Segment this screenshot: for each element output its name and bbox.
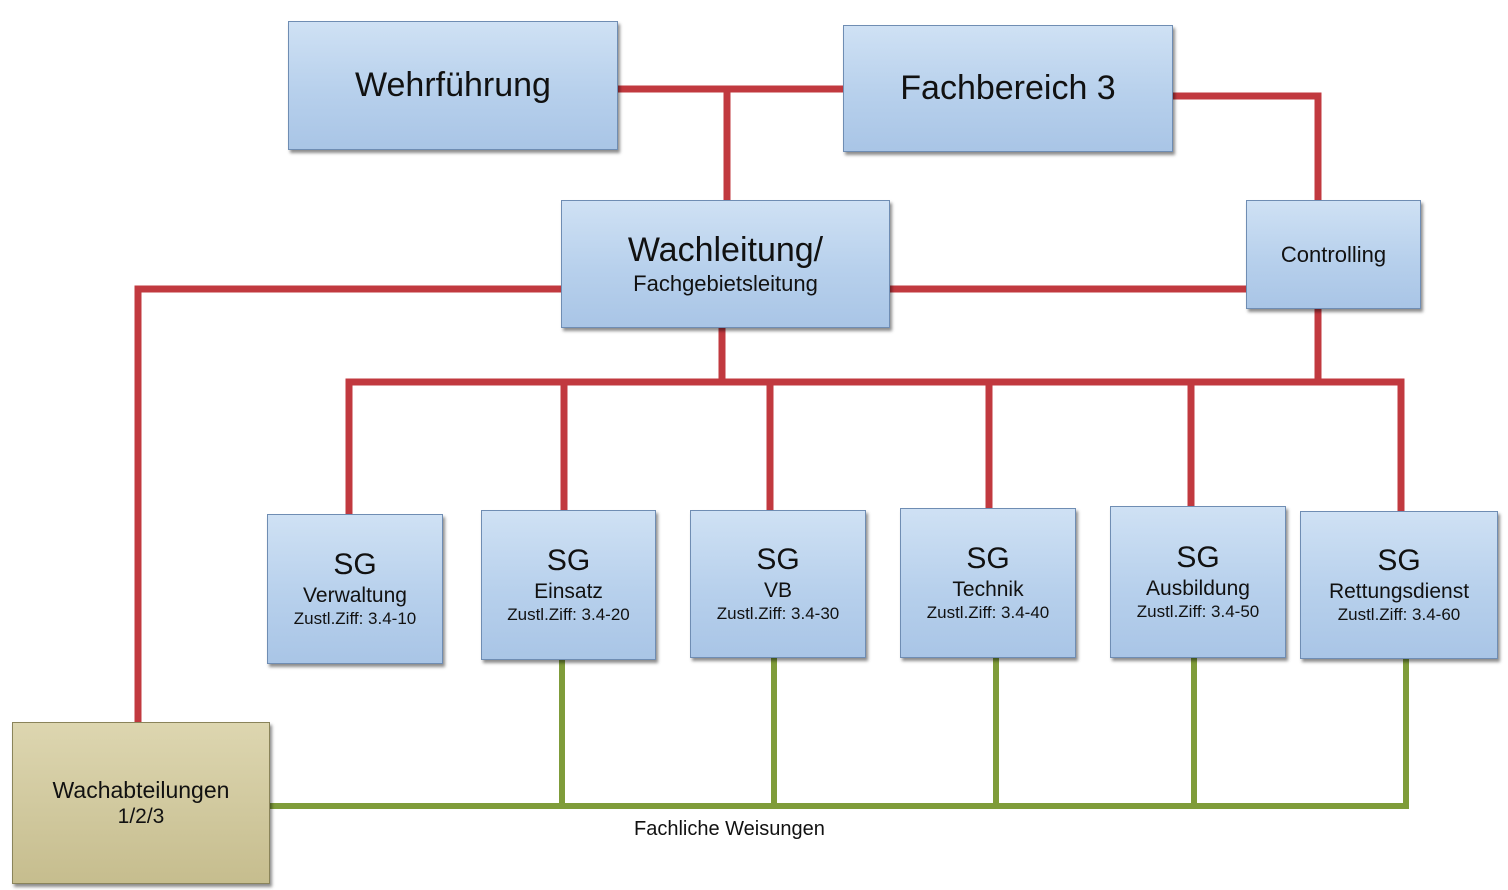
wachleitung-subtitle: Fachgebietsleitung [633, 270, 818, 296]
fachliche-weisungen-label: Fachliche Weisungen [634, 818, 825, 840]
wachabteilungen-numbers: 1/2/3 [117, 805, 165, 829]
sg-rettungsdienst-name: Rettungsdienst [1328, 579, 1470, 603]
line-wachleitung-wachabteilungen [134, 285, 565, 726]
wachabteilungen-box: Wachabteilungen 1/2/3 [12, 722, 270, 884]
sg-ausbildung-box: SG Ausbildung Zustl.Ziff: 3.4-50 [1110, 506, 1286, 658]
wachleitung-box: Wachleitung/ Fachgebietsleitung [561, 200, 890, 328]
sg-rettungsdienst-title: SG [1377, 544, 1421, 578]
wehrfuehrung-box: Wehrführung [288, 21, 618, 150]
sg-einsatz-name: Einsatz [534, 579, 603, 603]
sg-einsatz-ref: Zustl.Ziff: 3.4-20 [507, 604, 630, 624]
sg-rettungsdienst-box: SG Rettungsdienst Zustl.Ziff: 3.4-60 [1300, 511, 1498, 659]
line-fachbereich-controlling [1169, 92, 1322, 204]
sg-verwaltung-name: Verwaltung [303, 583, 407, 607]
sg-technik-title: SG [966, 542, 1010, 576]
sg-technik-box: SG Technik Zustl.Ziff: 3.4-40 [900, 508, 1076, 658]
sg-ausbildung-name: Ausbildung [1146, 576, 1250, 600]
wehrfuehrung-label: Wehrführung [355, 65, 551, 104]
controlling-box: Controlling [1246, 200, 1421, 309]
wachleitung-title: Wachleitung/ [627, 230, 824, 269]
sg-ausbildung-ref: Zustl.Ziff: 3.4-50 [1136, 601, 1260, 621]
sg-vb-ref: Zustl.Ziff: 3.4-30 [716, 603, 840, 623]
sg-vb-box: SG VB Zustl.Ziff: 3.4-30 [690, 510, 866, 658]
sg-technik-ref: Zustl.Ziff: 3.4-40 [926, 602, 1050, 622]
sg-vb-name: VB [763, 578, 792, 602]
wachabteilungen-title: Wachabteilungen [52, 776, 230, 803]
fachbereich-box: Fachbereich 3 [843, 25, 1173, 152]
sg-verwaltung-title: SG [333, 548, 377, 582]
controlling-label: Controlling [1280, 241, 1387, 267]
sg-einsatz-box: SG Einsatz Zustl.Ziff: 3.4-20 [481, 510, 656, 660]
sg-einsatz-title: SG [546, 544, 591, 578]
fachbereich-label: Fachbereich 3 [900, 68, 1116, 107]
sg-verwaltung-ref: Zustl.Ziff: 3.4-10 [293, 608, 417, 628]
sg-technik-name: Technik [952, 577, 1024, 601]
sg-rettungsdienst-ref: Zustl.Ziff: 3.4-60 [1337, 604, 1461, 624]
sg-ausbildung-title: SG [1176, 541, 1220, 575]
sg-verwaltung-box: SG Verwaltung Zustl.Ziff: 3.4-10 [267, 514, 443, 664]
sg-vb-title: SG [756, 543, 800, 577]
